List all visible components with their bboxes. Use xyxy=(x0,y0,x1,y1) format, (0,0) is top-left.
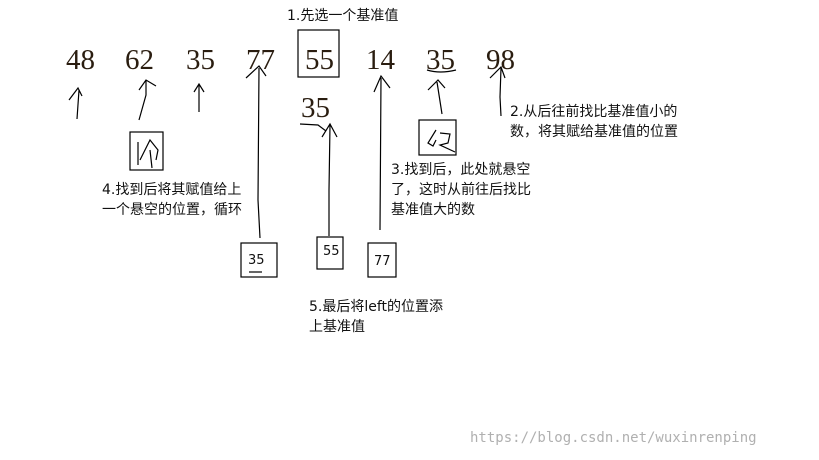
step-2-caption-line: 2.从后往前找比基准值小的 xyxy=(510,104,678,120)
arrows xyxy=(68,65,506,239)
pivot-box xyxy=(297,29,340,78)
box-55-label: 55 xyxy=(323,244,340,259)
box-62-handwritten xyxy=(418,119,457,156)
step-1-caption: 1.先选一个基准值 xyxy=(287,8,399,24)
array-value: 98 xyxy=(486,44,515,76)
pivot-value: 55 xyxy=(305,44,334,76)
step-3-caption-line: 3.找到后，此处就悬空 xyxy=(391,162,531,178)
scribble xyxy=(137,138,159,169)
step-4-caption-line: 一个悬空的位置，循环 xyxy=(102,202,242,218)
step-3-caption-line: 基准值大的数 xyxy=(391,202,475,218)
array-value: 62 xyxy=(125,44,154,76)
array-value: 48 xyxy=(66,44,95,76)
array-value: 14 xyxy=(366,44,395,76)
step-5-caption-line: 上基准值 xyxy=(309,319,365,335)
step-4-caption-line: 4.找到后将其赋值给上 xyxy=(102,182,242,198)
handwriting-62 xyxy=(427,129,456,153)
box-77 xyxy=(367,242,397,278)
dash xyxy=(299,123,327,132)
watermark: https://blog.csdn.net/wuxinrenping xyxy=(470,430,757,446)
pivot-copy-value: 35 xyxy=(301,92,330,124)
array-value: 35 xyxy=(426,44,455,76)
box-77-label: 77 xyxy=(374,254,391,269)
step-5-caption-line: 5.最后将left的位置添 xyxy=(309,299,444,315)
step-2-caption-line: 数，将其赋给基准值的位置 xyxy=(510,124,678,140)
array-value: 35 xyxy=(186,44,215,76)
box-55 xyxy=(316,236,344,270)
box-35 xyxy=(240,242,278,278)
array-value: 77 xyxy=(246,44,275,76)
underline-35 xyxy=(426,69,457,73)
box-62-scribble xyxy=(129,131,164,171)
box-35-label: 35 xyxy=(248,253,265,268)
step-3-caption-line: 了，这时从前往后找比 xyxy=(391,182,531,198)
